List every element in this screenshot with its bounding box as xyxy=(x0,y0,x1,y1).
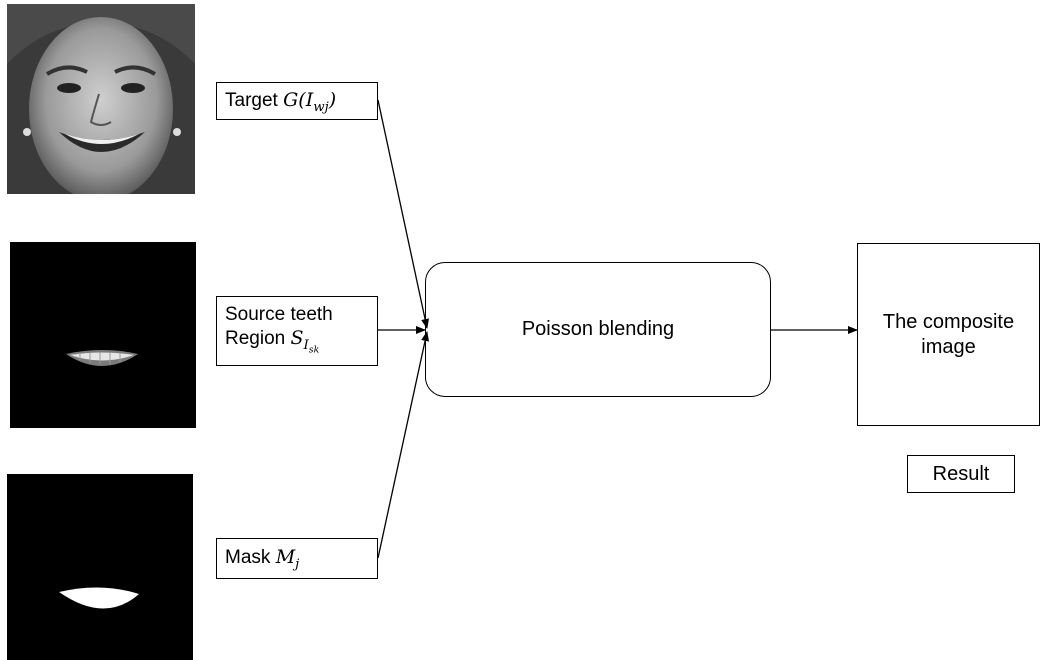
mask-label-box: Mask Mj xyxy=(216,538,378,579)
arrow-target-to-blend xyxy=(377,99,430,329)
source-label-box: Source teeth Region SIsk xyxy=(216,296,378,366)
poisson-blending-label: Poisson blending xyxy=(521,318,675,340)
composite-image-label: The composite image xyxy=(882,310,1015,358)
arrow-mask-to-blend xyxy=(377,331,430,559)
source-label-line1: Source teeth xyxy=(225,304,333,325)
composite-image-box: The composite image xyxy=(857,243,1040,426)
face-photo xyxy=(7,4,195,194)
result-caption: Result xyxy=(932,462,990,485)
target-symbol: G(Iwj) xyxy=(283,89,337,115)
mask-image xyxy=(7,474,193,660)
source-teeth-image xyxy=(10,242,196,428)
target-label: Target xyxy=(225,90,284,111)
source-label-line2: Region SIsk xyxy=(225,326,320,356)
poisson-blending-box: Poisson blending xyxy=(425,262,771,397)
target-label-box: Target G(Iwj) xyxy=(216,82,378,120)
mask-symbol: Mj xyxy=(275,546,300,572)
mask-label: Mask xyxy=(225,547,276,568)
result-caption-box: Result xyxy=(907,455,1015,493)
